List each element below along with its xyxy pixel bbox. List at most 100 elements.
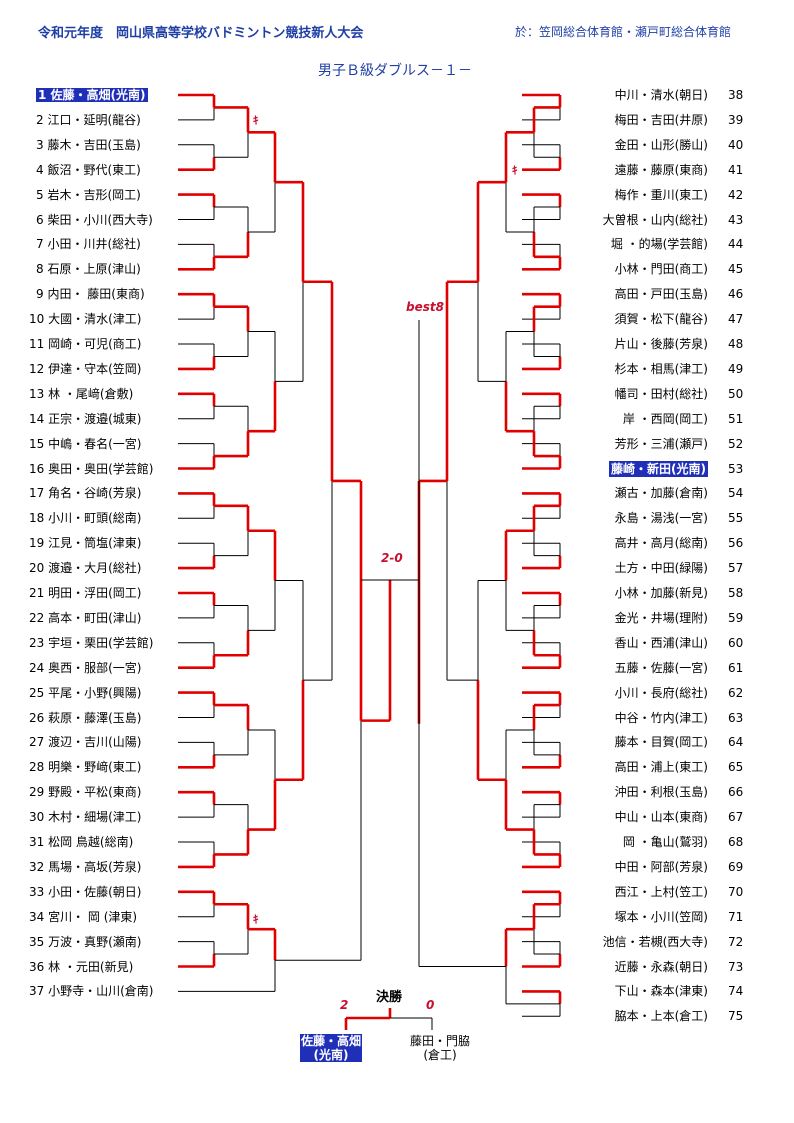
right-entry-row: 中田・阿部(芳泉)69 <box>0 859 794 875</box>
entry-number: 61 <box>728 660 744 675</box>
entry-label: 2 江口・延明(龍谷) <box>36 112 141 127</box>
entry-label: 中谷・竹内(津工) <box>614 710 708 725</box>
entry-label: 35 万波・真野(瀬南) <box>29 934 142 949</box>
entry-number: 57 <box>728 561 744 576</box>
right-entry-row: 五藤・佐藤(一宮) 61 <box>0 660 794 676</box>
kiken-mark-top-left: ｷ <box>253 114 259 127</box>
kiken-mark-bottom-left: ｷ <box>253 913 259 926</box>
entry-number: 46 <box>728 287 744 302</box>
entry-label: 沖田・利根(玉島) <box>614 785 708 800</box>
entry-number: 40 <box>728 137 744 152</box>
entry-label: 31 松岡 鳥越(総南) <box>29 835 134 849</box>
left-entry-row: 9 内田・ 藤田(東商) <box>36 286 176 302</box>
entry-label: 中山・山本(東商) <box>614 810 708 825</box>
right-entry-row: 脇本・上本(倉工)75 <box>0 1008 794 1024</box>
entry-label: 8 石原・上原(津山) <box>36 262 141 277</box>
right-entry-row: 塚本・小川(笠岡)71 <box>0 909 794 925</box>
right-entry-row: 香山・西浦(津山)60 <box>0 635 794 651</box>
left-entry-row: 24 奥西・服部(一宮) <box>29 660 169 676</box>
entry-number: 38 <box>728 88 744 102</box>
entry-number: 44 <box>728 237 744 252</box>
final-title: 決勝 <box>376 990 403 1005</box>
entry-label: 27 渡辺・吉川(山陽) <box>29 735 142 750</box>
entry-label: 金田・山形(勝山) <box>614 137 708 152</box>
left-entry-row: 25 平尾・小野(興陽) <box>29 685 169 701</box>
entry-number: 72 <box>728 934 744 949</box>
entry-label: 37 小野寺・山川(倉南) <box>29 984 154 999</box>
right-entry-row: 永島・湯浅(一宮)55 <box>0 510 794 526</box>
entry-label: 32 馬場・高坂(芳泉) <box>29 859 142 874</box>
right-entry-row: 中山・山本(東商)67 <box>0 809 794 825</box>
entry-label: 芳形・三浦(瀬戸) <box>614 436 708 451</box>
entry-label: 土方・中田(緑陽) <box>614 561 708 576</box>
right-entry-row: 杉本・相馬(津工)49 <box>0 361 794 377</box>
entry-label: 高田・浦上(東工) <box>614 760 708 775</box>
left-entry-row: 19 江見・筒塩(津東) <box>29 535 169 551</box>
entry-number: 50 <box>728 386 744 401</box>
entry-number: 74 <box>728 984 744 999</box>
left-entry-row: 23 宇垣・栗田(学芸館) <box>29 635 169 651</box>
entry-label: 中田・阿部(芳泉) <box>614 859 708 874</box>
left-entry-row: 22 高本・町田(津山) <box>29 610 169 626</box>
left-entry-row: 27 渡辺・吉川(山陽) <box>29 734 169 750</box>
entry-label: 4 飯沼・野代(東工) <box>36 162 141 177</box>
right-entry-row: 堀 ・的場(学芸館)44 <box>0 236 794 252</box>
right-entry-row: 高田・浦上(東工)65 <box>0 759 794 775</box>
left-entry-row: 28 明樂・野﨑(東工) <box>29 759 169 775</box>
left-entry-row: 11 岡崎・可児(商工) <box>29 336 169 352</box>
entry-label: 26 萩原・藤澤(玉島) <box>29 710 142 725</box>
left-entry-row: 15 中嶋・春名(一宮) <box>29 436 169 452</box>
left-entry-row: 2 江口・延明(龍谷) <box>36 112 176 128</box>
left-entry-row: 7 小田・川井(総社) <box>36 236 176 252</box>
semifinal-score: 2-0 <box>381 551 403 565</box>
champion-school: (光南) <box>313 1048 349 1062</box>
entry-number: 49 <box>728 361 744 376</box>
entry-label: 24 奥西・服部(一宮) <box>29 660 142 675</box>
left-entry-row: 5 岩木・吉形(岡工) <box>36 187 176 203</box>
entry-label: 池信・若槻(西大寺) <box>602 934 708 949</box>
kiken-mark-right: ｷ <box>512 164 518 177</box>
right-entry-row: 小林・門田(商工)45 <box>0 261 794 277</box>
runner-up-box: 藤田・門脇 (倉工) <box>405 1034 475 1062</box>
entry-label: 5 岩木・吉形(岡工) <box>36 187 141 202</box>
left-entry-row: 1 佐藤・高畑(光南) <box>36 87 176 103</box>
entry-label: 高田・戸田(玉島) <box>614 287 708 302</box>
entry-label: 12 伊達・守本(笠岡) <box>29 361 142 376</box>
right-entry-row: 高井・高月(総南)56 <box>0 535 794 551</box>
champion-box: 佐藤・高畑 (光南) <box>300 1034 362 1062</box>
entry-label: 藤崎・新田(光南) <box>609 460 708 477</box>
entry-label: 五藤・佐藤(一宮) <box>614 660 708 675</box>
entry-label: 7 小田・川井(総社) <box>36 237 141 252</box>
entry-label: 梅作・重川(東工) <box>614 187 708 202</box>
entry-label: 15 中嶋・春名(一宮) <box>29 436 142 451</box>
entry-label: 17 角名・谷崎(芳泉) <box>29 486 142 501</box>
entry-number: 43 <box>728 212 744 227</box>
entry-label: 小林・加藤(新見) <box>614 586 708 600</box>
right-entry-row: 幡司・田村(総社)50 <box>0 386 794 402</box>
right-entry-row: 下山・森本(津東)74 <box>0 983 794 999</box>
left-entry-row: 32 馬場・高坂(芳泉) <box>29 859 169 875</box>
entry-number: 64 <box>728 735 744 750</box>
entry-number: 54 <box>728 486 744 501</box>
entry-label: 片山・後藤(芳泉) <box>614 337 708 351</box>
entry-number: 62 <box>728 685 744 700</box>
entry-label: 6 柴田・小川(西大寺) <box>36 212 153 227</box>
left-entry-row: 20 渡邉・大月(総社) <box>29 560 169 576</box>
entry-label: 34 宮川・ 岡 (津東) <box>29 909 138 924</box>
left-entry-row: 14 正宗・渡邉(城東) <box>29 411 169 427</box>
left-entry-row: 6 柴田・小川(西大寺) <box>36 212 176 228</box>
right-entry-row: 片山・後藤(芳泉)48 <box>0 336 794 352</box>
right-entry-row: 須賀・松下(龍谷)47 <box>0 311 794 327</box>
entry-label: 小川・長府(総社) <box>614 685 708 700</box>
right-entry-row: 芳形・三浦(瀬戸)52 <box>0 436 794 452</box>
entry-label: 金光・井場(理附) <box>614 610 708 625</box>
entry-label: 14 正宗・渡邉(城東) <box>29 411 142 426</box>
left-entry-row: 3 藤木・吉田(玉島) <box>36 137 176 153</box>
right-entry-row: 高田・戸田(玉島) 46 <box>0 286 794 302</box>
entry-number: 60 <box>728 635 744 650</box>
left-entry-row: 31 松岡 鳥越(総南) <box>29 834 169 850</box>
entry-number: 41 <box>728 162 744 177</box>
entry-label: 21 明田・浮田(岡工) <box>29 586 142 600</box>
entry-label: 大曽根・山内(総社) <box>602 212 708 227</box>
left-entry-row: 17 角名・谷崎(芳泉) <box>29 485 169 501</box>
